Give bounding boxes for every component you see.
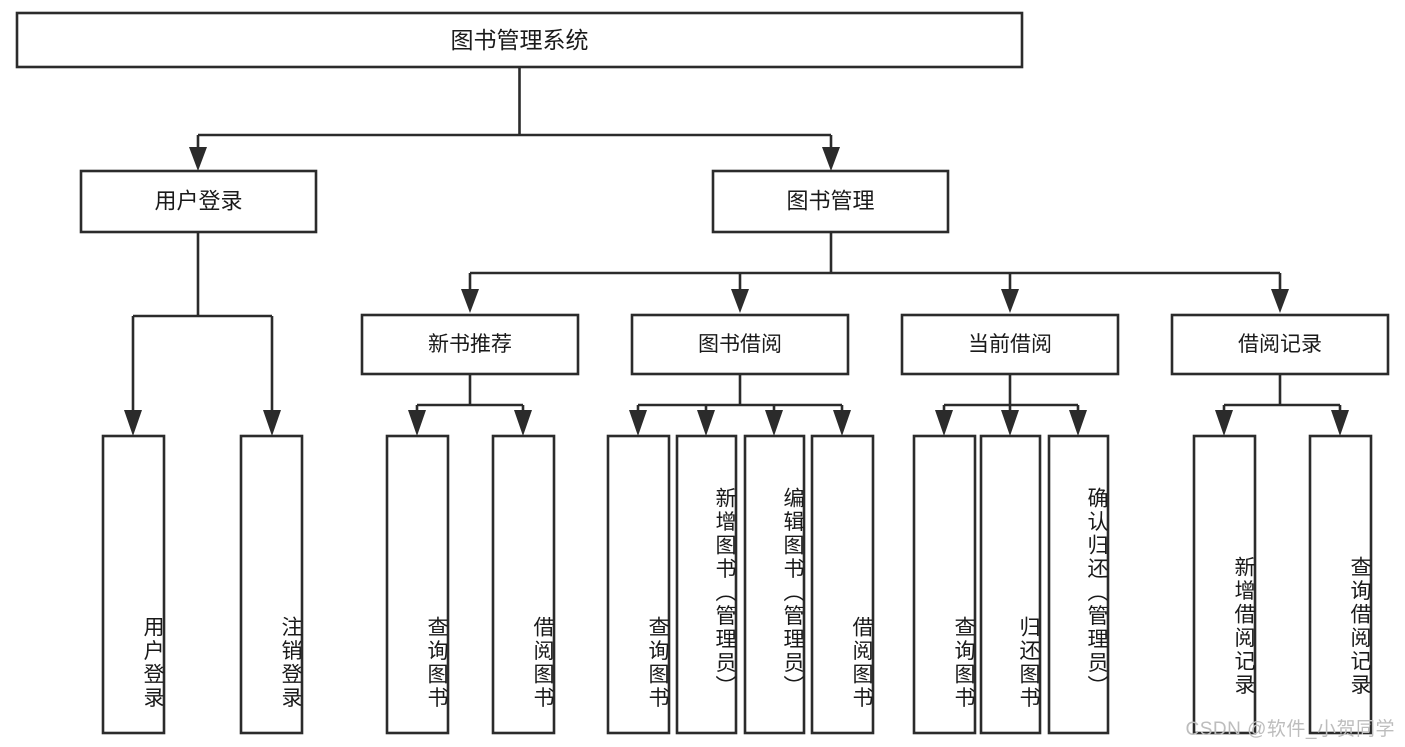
node-leaf-user-login[interactable] xyxy=(101,434,166,735)
node-new-book-rec[interactable] xyxy=(360,313,580,376)
node-leaf-user-logout[interactable] xyxy=(239,434,304,735)
arrow-head-borrow-record xyxy=(1271,289,1289,313)
node-book-manage-label: 图书管理 xyxy=(786,188,874,213)
arrow-head-book-manage xyxy=(822,147,840,171)
arrow-head-new-book-rec xyxy=(461,289,479,313)
arrow-head-leaf-query-book-1 xyxy=(408,410,426,436)
arrow-head-leaf-borrow-book-2 xyxy=(833,410,851,436)
node-new-book-rec-label: 新书推荐 xyxy=(428,333,512,356)
node-leaf-edit-book[interactable] xyxy=(743,434,806,735)
node-leaf-add-book[interactable] xyxy=(675,434,738,735)
node-leaf-borrow-book-2[interactable] xyxy=(810,434,875,735)
node-user-login-label: 用户登录 xyxy=(154,188,242,213)
arrow-head-leaf-borrow-book-1 xyxy=(514,410,532,436)
arrow-head-leaf-query-book-3 xyxy=(935,410,953,436)
node-leaf-query-book-3[interactable] xyxy=(912,434,977,735)
csdn-watermark: CSDN @软件_小贺同学 xyxy=(1185,719,1395,740)
node-user-login[interactable] xyxy=(79,169,318,234)
node-book-manage[interactable] xyxy=(711,169,950,234)
node-root-label: 图书管理系统 xyxy=(451,27,589,53)
arrow-head-leaf-confirm-return xyxy=(1069,410,1087,436)
node-book-borrow-label: 图书借阅 xyxy=(698,333,782,356)
arrow-head-leaf-add-book xyxy=(697,410,715,436)
arrow-head-leaf-add-record xyxy=(1215,410,1233,436)
arrow-head-leaf-edit-book xyxy=(765,410,783,436)
node-current-borrow[interactable] xyxy=(900,313,1120,376)
node-leaf-query-book-1[interactable] xyxy=(385,434,450,735)
node-current-borrow-label: 当前借阅 xyxy=(968,333,1052,356)
arrow-head-leaf-user-logout xyxy=(263,410,281,436)
arrow-head-book-borrow xyxy=(731,289,749,313)
node-leaf-query-book-2[interactable] xyxy=(606,434,671,735)
node-leaf-confirm-return[interactable] xyxy=(1047,434,1110,735)
arrow-head-leaf-user-login xyxy=(124,410,142,436)
node-leaf-query-record[interactable] xyxy=(1308,434,1373,735)
node-leaf-add-record[interactable] xyxy=(1192,434,1257,735)
node-leaf-borrow-book-1[interactable] xyxy=(491,434,556,735)
arrow-head-leaf-query-record xyxy=(1331,410,1349,436)
node-root[interactable] xyxy=(15,11,1024,69)
arrow-head-current-borrow xyxy=(1001,289,1019,313)
node-borrow-record[interactable] xyxy=(1170,313,1390,376)
node-borrow-record-label: 借阅记录 xyxy=(1238,333,1322,356)
node-book-borrow[interactable] xyxy=(630,313,850,376)
arrow-head-user-login xyxy=(189,147,207,171)
arrow-head-leaf-query-book-2 xyxy=(629,410,647,436)
node-leaf-return-book[interactable] xyxy=(979,434,1042,735)
arrow-head-leaf-return-book xyxy=(1001,410,1019,436)
